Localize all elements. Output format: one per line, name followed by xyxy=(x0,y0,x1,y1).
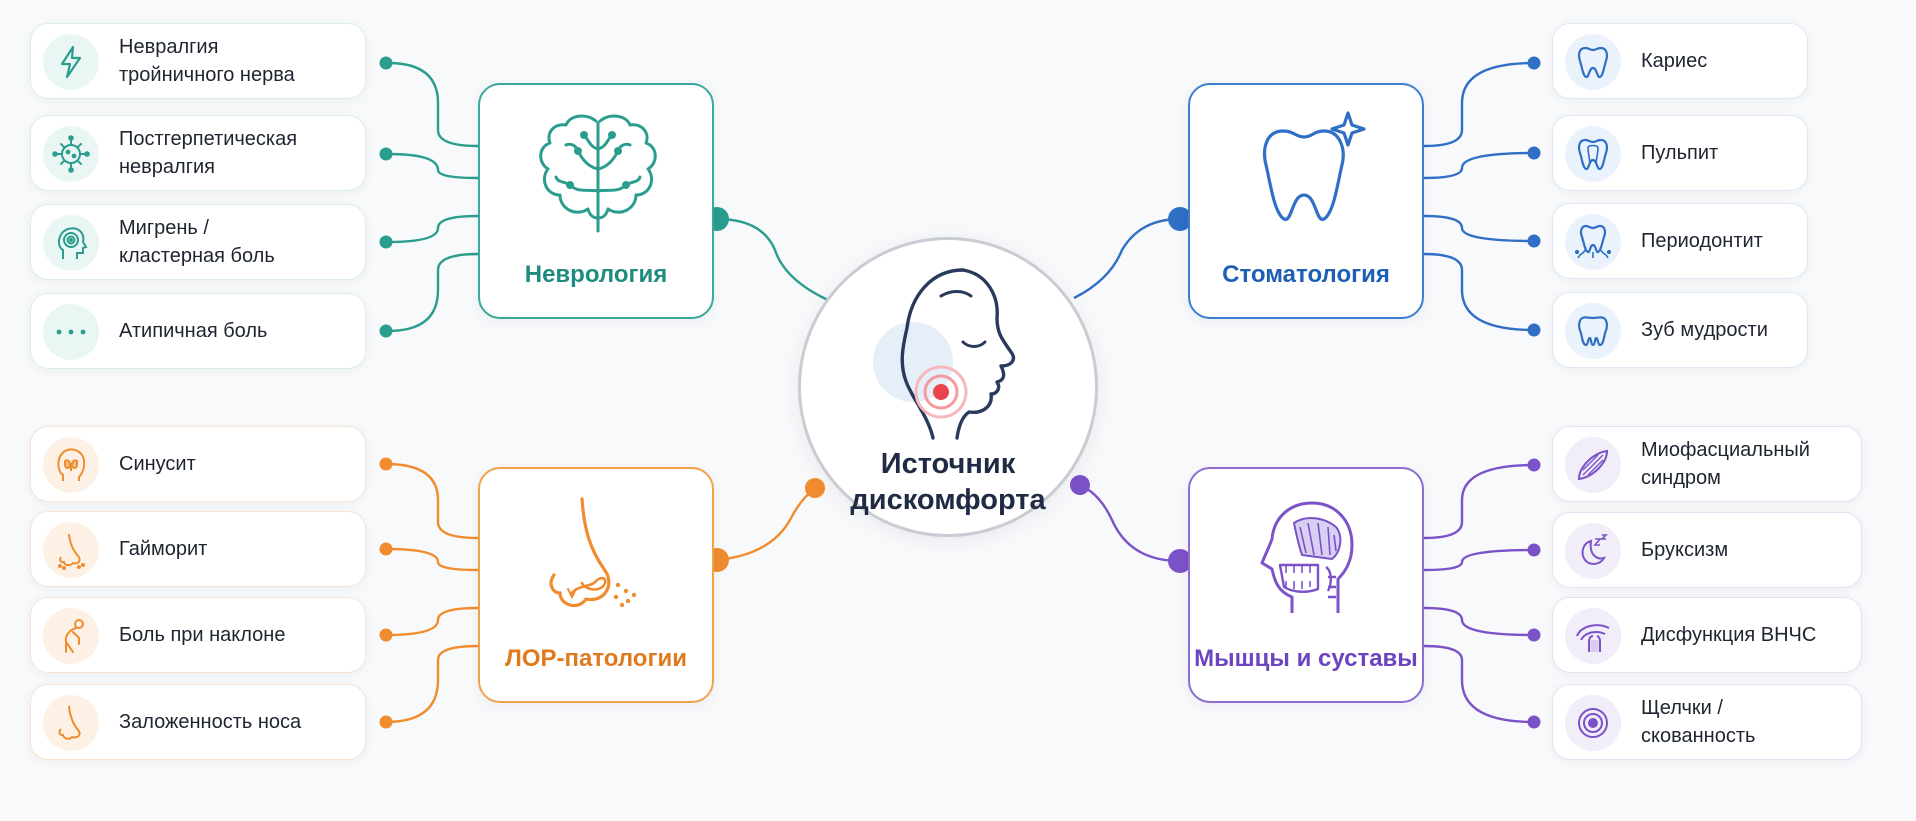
item-label-line1: Миофасциальный xyxy=(1641,439,1810,461)
category-dentistry: Стоматология xyxy=(1188,83,1424,319)
nose-icon xyxy=(518,493,678,623)
dentistry-item-pulpitis: Пульпит xyxy=(1552,115,1808,191)
tooth-sparkle-icon xyxy=(1228,109,1388,239)
joint-icon xyxy=(1565,608,1621,664)
neurology-item-postherpetic: Постгерпетическая невралгия xyxy=(30,115,366,191)
center-node: Источник дискомфорта xyxy=(798,237,1098,537)
category-neurology: Неврология xyxy=(478,83,714,319)
muscles-item-clicking: Щелчки / скованность xyxy=(1552,684,1862,760)
item-label-line2: синдром xyxy=(1641,467,1721,489)
category-title: Неврология xyxy=(524,261,668,288)
dentistry-item-caries: Кариес xyxy=(1552,23,1808,99)
item-label-line1: Заложенность носа xyxy=(119,711,302,733)
muscle-icon xyxy=(1565,437,1621,493)
neurology-item-migraine: Мигрень / кластерная боль xyxy=(30,204,366,280)
target-icon xyxy=(1565,695,1621,751)
neurology-item-atypical: Атипичная боль xyxy=(30,293,366,369)
item-label-line1: Гайморит xyxy=(119,538,208,560)
dentistry-item-wisdom: Зуб мудрости xyxy=(1552,292,1808,368)
ent-item-congestion: Заложенность носа xyxy=(30,684,366,760)
center-title-line2: дискомфорта xyxy=(850,484,1046,516)
ent-item-sinusitis: Синусит xyxy=(30,426,366,502)
muscles-item-myofascial: Миофасциальный синдром xyxy=(1552,426,1862,502)
category-title: ЛОР-патологии xyxy=(505,645,687,672)
nose-small-icon xyxy=(43,522,99,578)
ent-item-bending-pain: Боль при наклоне xyxy=(30,597,366,673)
ent-item-maxillary: Гайморит xyxy=(30,511,366,587)
brain-icon xyxy=(518,109,678,239)
virus-icon xyxy=(43,126,99,182)
face-pain-icon xyxy=(851,256,1051,456)
skull-jaw-icon xyxy=(1228,493,1388,623)
nose-outline-icon xyxy=(43,695,99,751)
tooth-icon xyxy=(1565,34,1621,90)
item-label-line2: невралгия xyxy=(119,156,216,178)
tooth-pulp-icon xyxy=(1565,126,1621,182)
sinus-head-icon xyxy=(43,437,99,493)
item-label-line1: Невралгия xyxy=(119,36,219,58)
item-label-line1: Мигрень / xyxy=(119,217,209,239)
bending-person-icon xyxy=(43,608,99,664)
center-title-line1: Источник xyxy=(880,448,1016,480)
item-label-line1: Периодонтит xyxy=(1641,230,1763,252)
item-label-line1: Пульпит xyxy=(1641,142,1719,164)
muscles-item-tmj: Дисфункция ВНЧС xyxy=(1552,597,1862,673)
category-ent: ЛОР-патологии xyxy=(478,467,714,703)
item-label-line1: Бруксизм xyxy=(1641,539,1729,561)
moon-sleep-icon xyxy=(1565,523,1621,579)
dentistry-item-periodontitis: Периодонтит xyxy=(1552,203,1808,279)
item-label-line1: Постгерпетическая xyxy=(119,128,298,150)
item-label-line1: Синусит xyxy=(119,453,196,475)
lightning-icon xyxy=(43,34,99,90)
item-label-line1: Щелчки / xyxy=(1641,697,1723,719)
item-label-line1: Атипичная боль xyxy=(119,320,268,342)
item-label-line2: кластерная боль xyxy=(119,245,275,267)
item-label-line2: скованность xyxy=(1641,725,1756,747)
category-title: Стоматология xyxy=(1222,261,1390,288)
neurology-item-trigeminal: Невралгия тройничного нерва xyxy=(30,23,366,99)
molar-icon xyxy=(1565,303,1621,359)
tooth-inflamed-icon xyxy=(1565,214,1621,270)
item-label-line1: Дисфункция ВНЧС xyxy=(1641,624,1817,646)
item-label-line1: Зуб мудрости xyxy=(1641,319,1768,341)
item-label-line2: тройничного нерва xyxy=(119,64,295,86)
item-label-line1: Боль при наклоне xyxy=(119,624,286,646)
center-title: Источник дискомфорта xyxy=(801,446,1095,518)
item-label-line1: Кариес xyxy=(1641,50,1708,72)
muscles-item-bruxism: Бруксизм xyxy=(1552,512,1862,588)
category-title: Мышцы и суставы xyxy=(1194,645,1418,672)
head-profile-icon xyxy=(43,215,99,271)
category-muscles: Мышцы и суставы xyxy=(1188,467,1424,703)
dots-icon xyxy=(43,304,99,360)
